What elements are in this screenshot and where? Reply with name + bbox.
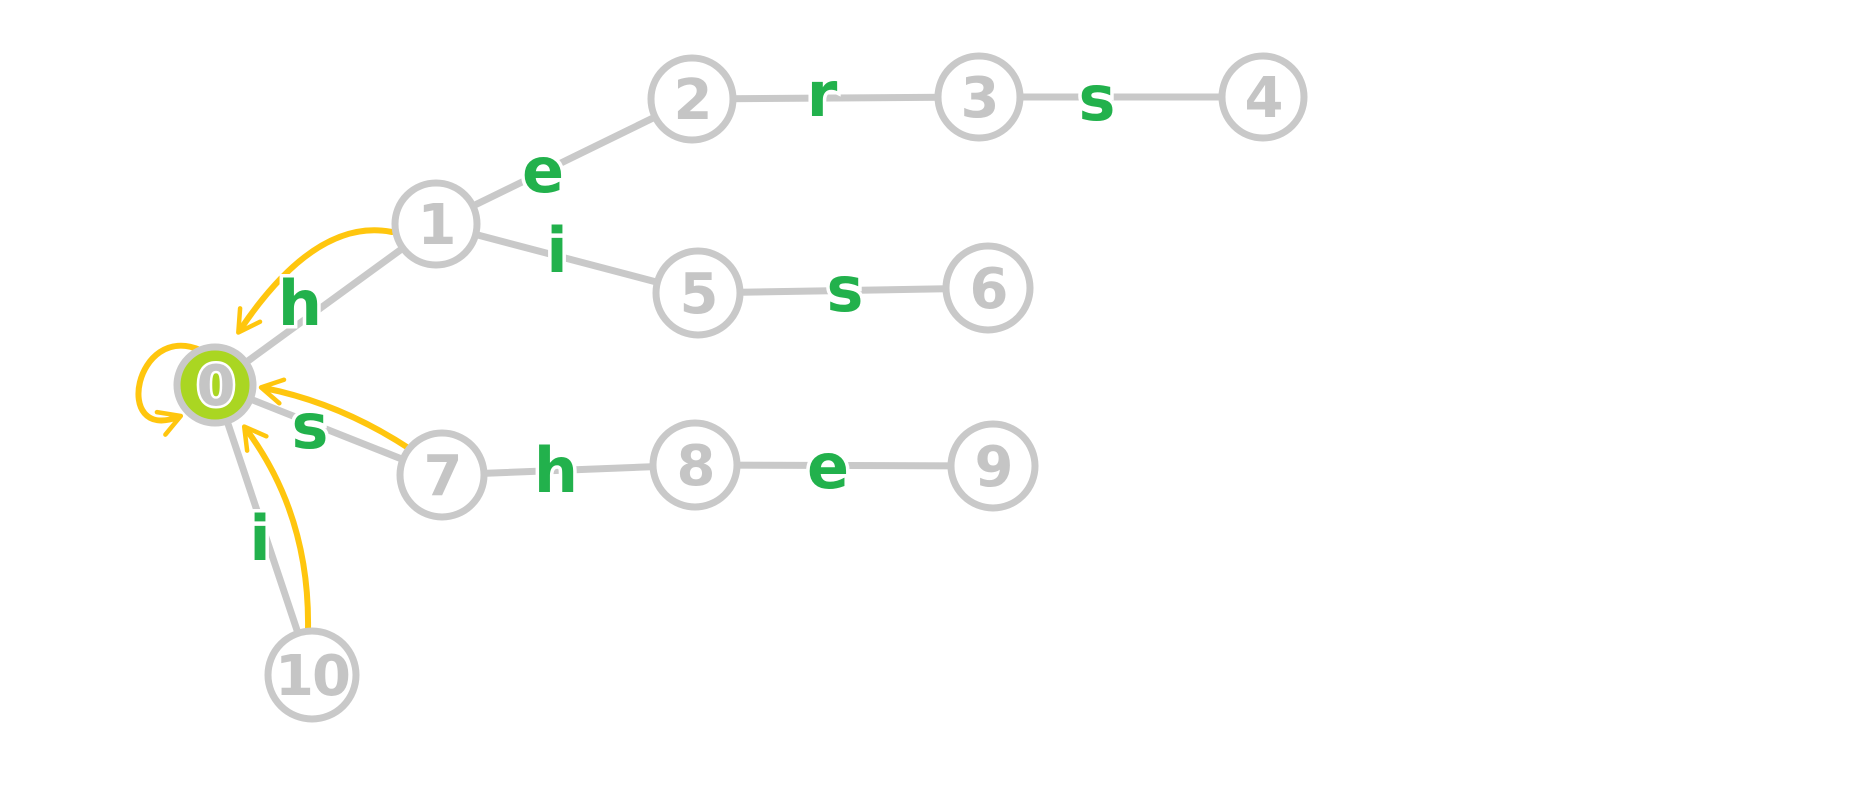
node-6: 6 xyxy=(942,242,1034,334)
suffix-link-10-0 xyxy=(241,424,312,633)
suffix-link-1-0 xyxy=(236,227,395,335)
node-4: 4 xyxy=(1218,52,1308,142)
node-label-2: 2 xyxy=(674,68,711,133)
edge-label-0-1: h xyxy=(278,267,322,340)
suffix-link-0-0 xyxy=(135,342,203,437)
node-label-3: 3 xyxy=(961,66,998,131)
edge-label-1-2: e xyxy=(522,134,564,207)
node-label-9: 9 xyxy=(975,435,1012,500)
node-3: 3 xyxy=(934,52,1024,142)
node-8: 8 xyxy=(649,419,741,511)
tree-edge-2-3 xyxy=(688,93,983,103)
node-circle xyxy=(264,627,360,723)
node-circle xyxy=(942,242,1034,334)
tree-edge-0-1 xyxy=(211,220,440,389)
node-10: 10 xyxy=(264,627,360,723)
node-label-6: 6 xyxy=(970,257,1007,322)
suffix-link-7-0 xyxy=(258,377,413,452)
edge-label-1-5: i xyxy=(546,214,567,287)
node-circle xyxy=(396,429,488,521)
tree-edge-5-6 xyxy=(694,284,992,297)
node-circle xyxy=(652,247,744,339)
node-label-10: 10 xyxy=(275,644,349,709)
node-circle xyxy=(947,420,1039,512)
node-circle xyxy=(649,419,741,511)
node-0: 0 xyxy=(173,343,257,427)
node-circle xyxy=(647,54,737,144)
node-label-7: 7 xyxy=(424,444,461,509)
edge-label-8-9: e xyxy=(807,430,849,503)
node-1: 1 xyxy=(391,179,481,269)
tree-edge-0-10 xyxy=(211,381,316,679)
edge-label-5-6: s xyxy=(827,253,864,326)
node-circle xyxy=(1218,52,1308,142)
edge-label-0-10: i xyxy=(249,502,270,575)
edge-label-7-8: h xyxy=(534,434,578,507)
node-circle xyxy=(391,179,481,269)
node-label-4: 4 xyxy=(1245,66,1282,131)
node-label-1: 1 xyxy=(418,193,455,258)
node-label-5: 5 xyxy=(680,262,717,327)
node-circle xyxy=(934,52,1024,142)
tree-edge-1-2 xyxy=(432,95,696,228)
node-2: 2 xyxy=(647,54,737,144)
node-label-8: 8 xyxy=(677,434,714,499)
node-7: 7 xyxy=(396,429,488,521)
node-circle-highlighted xyxy=(173,343,257,427)
edge-label-2-3: r xyxy=(807,58,838,131)
node-9: 9 xyxy=(947,420,1039,512)
edge-label-3-4: s xyxy=(1079,62,1116,135)
node-5: 5 xyxy=(652,247,744,339)
edge-label-0-7: s xyxy=(292,390,329,463)
tree-edge-8-9 xyxy=(691,461,997,470)
node-label-0: 0 xyxy=(197,354,234,419)
